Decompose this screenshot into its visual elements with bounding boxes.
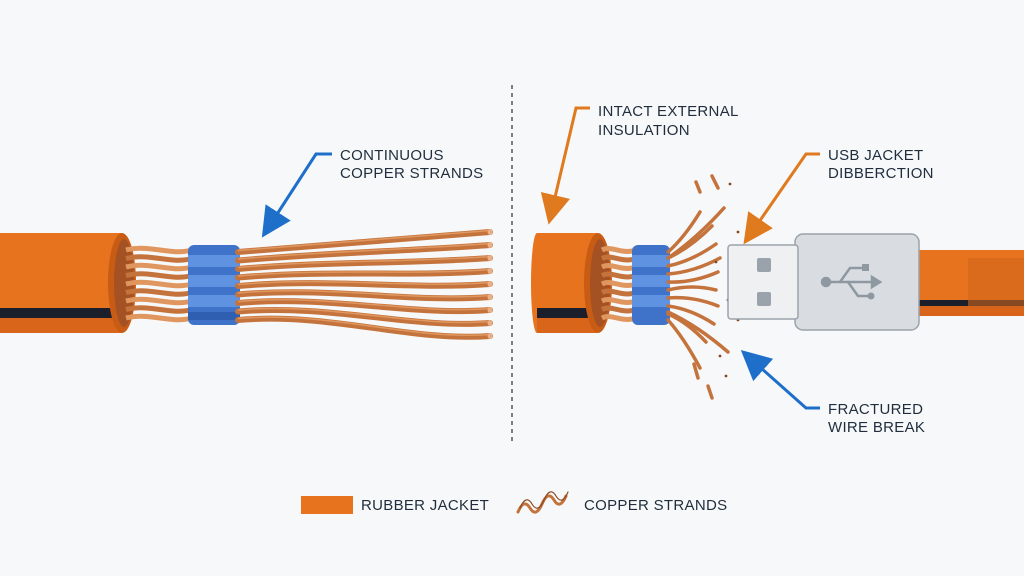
legend: RUBBER JACKET COPPER STRANDS	[301, 491, 727, 514]
legend-copper-label: COPPER STRANDS	[584, 497, 727, 514]
left-copper-strands	[235, 229, 493, 340]
copper-strand	[235, 289, 493, 302]
strand-fragment	[692, 362, 700, 380]
right-cable	[531, 174, 1024, 400]
arrow-intact	[540, 106, 590, 225]
debris	[714, 260, 718, 264]
copper-strand	[600, 305, 637, 314]
legend-rubber-label: RUBBER JACKET	[361, 497, 489, 514]
broken-strand	[666, 318, 702, 370]
copper-strand	[235, 298, 493, 315]
copper-strand-highlight	[237, 255, 491, 269]
copper-strand	[235, 255, 493, 272]
right-shield-band	[632, 245, 670, 325]
left-shield-band	[188, 245, 240, 325]
copper-strand	[600, 288, 637, 297]
copper-strand	[600, 246, 637, 254]
arrow-fractured	[740, 350, 820, 410]
broken-strand	[666, 256, 722, 276]
copper-strand	[600, 271, 637, 280]
usb-symbol-icon	[820, 264, 883, 300]
copper-strand	[125, 305, 193, 314]
copper-strand	[235, 315, 493, 340]
broken-strand	[666, 242, 718, 268]
strand-fragment	[710, 174, 720, 190]
copper-strand	[600, 254, 637, 263]
strand-tip	[487, 281, 493, 287]
strand-tip	[487, 320, 493, 326]
label-usb-jacket: USB JACKET DIBBERCTION	[828, 147, 934, 182]
copper-strand	[125, 262, 193, 272]
left-copper-core	[125, 245, 193, 323]
copper-strand	[125, 288, 193, 297]
copper-strand	[235, 280, 493, 289]
strand-tip	[487, 268, 493, 274]
copper-strand	[125, 271, 193, 280]
debris	[718, 354, 722, 358]
broken-strand	[666, 304, 716, 326]
strand-fragment	[706, 384, 714, 400]
broken-strand	[666, 206, 726, 260]
strand-tip	[487, 229, 493, 235]
copper-strand-highlight	[237, 242, 491, 260]
copper-strand	[125, 254, 193, 263]
strand-tip	[487, 242, 493, 248]
right-copper-core	[600, 246, 637, 322]
legend-rubber-swatch	[301, 496, 353, 514]
strand-tip	[487, 294, 493, 300]
usb-plug	[727, 244, 799, 320]
copper-strand-highlight	[237, 307, 491, 324]
copper-strand	[600, 297, 637, 305]
strand-tip	[487, 255, 493, 261]
arrow-usb-jacket	[743, 152, 820, 245]
strand-fragment	[694, 180, 702, 194]
copper-strand	[600, 263, 637, 271]
usb-connector	[727, 233, 1024, 331]
broken-strand	[666, 295, 720, 308]
label-intact-insulation: INTACT EXTERNAL INSULATION	[598, 103, 743, 139]
copper-strand	[235, 242, 493, 264]
copper-strand	[600, 314, 637, 322]
debris	[728, 182, 732, 186]
arrow-continuous	[261, 152, 332, 238]
copper-strand	[125, 296, 193, 306]
strand-tip	[487, 307, 493, 313]
strand-tip	[487, 333, 493, 339]
copper-strand	[125, 245, 193, 255]
debris	[724, 374, 728, 378]
copper-strand	[235, 306, 493, 327]
fractured-strands	[666, 174, 740, 400]
copper-strand-highlight	[237, 316, 491, 336]
copper-strand	[125, 279, 193, 289]
copper-strand	[235, 229, 493, 255]
copper-strand-highlight	[237, 298, 491, 311]
copper-strand-highlight	[237, 268, 491, 277]
broken-strand	[666, 285, 718, 292]
broken-strand	[666, 270, 720, 284]
label-continuous: CONTINUOUS COPPER STRANDS	[340, 147, 483, 182]
broken-strand	[666, 210, 702, 254]
copper-strand	[600, 280, 637, 288]
copper-strand-highlight	[237, 290, 491, 298]
copper-strand	[125, 313, 193, 323]
copper-strand-highlight	[237, 280, 491, 286]
broken-strand	[666, 310, 730, 354]
copper-strand-highlight	[237, 229, 491, 252]
debris	[736, 230, 740, 234]
label-fractured: FRACTURED WIRE BREAK	[828, 401, 928, 436]
copper-strand	[235, 268, 493, 281]
left-cable	[0, 229, 493, 340]
